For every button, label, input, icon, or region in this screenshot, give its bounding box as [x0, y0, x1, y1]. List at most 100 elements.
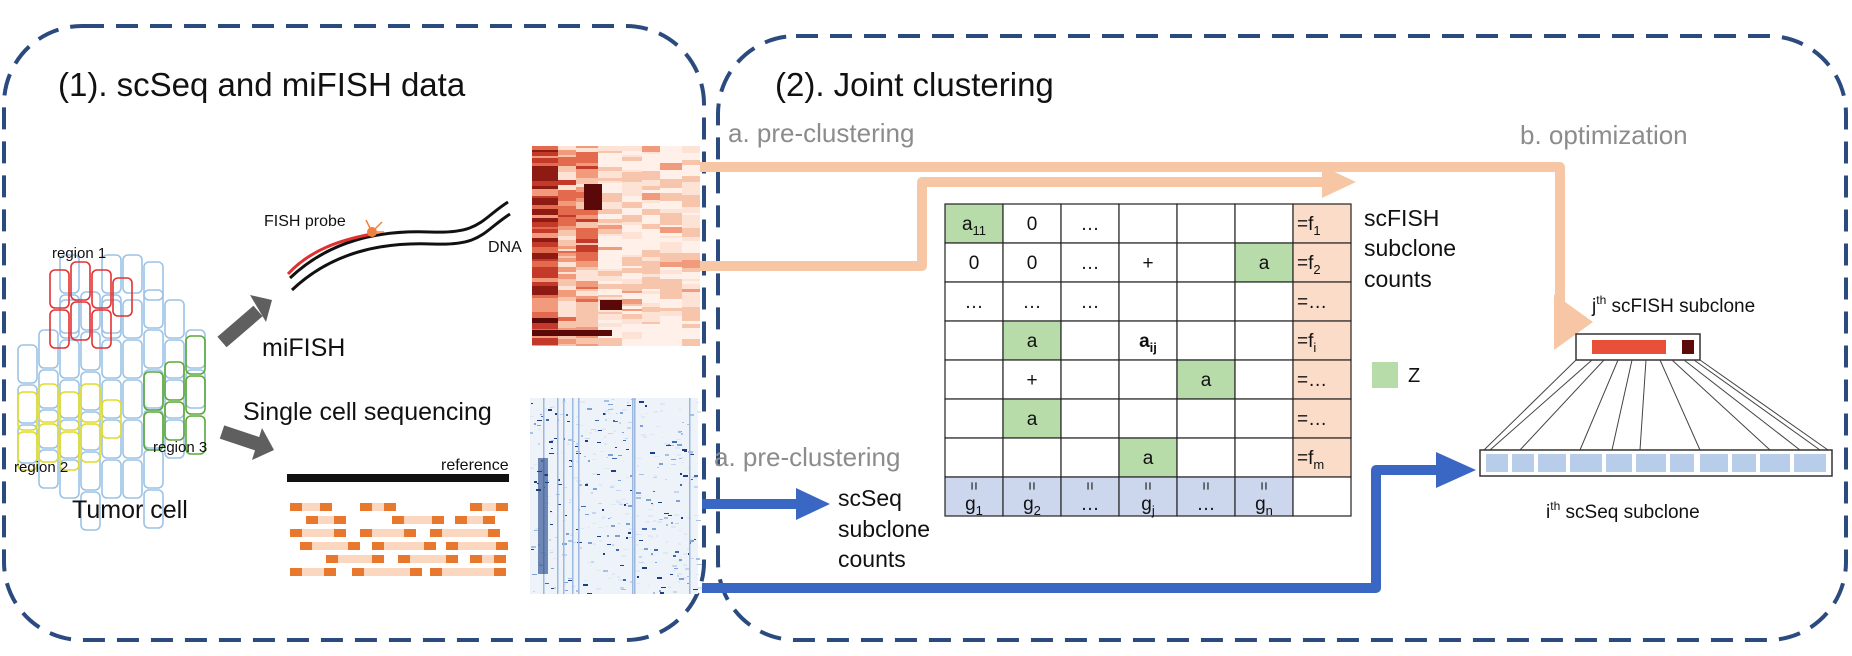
heatmap-cell [642, 219, 660, 224]
heatmap-cell [598, 225, 622, 229]
heatmap-cell [598, 223, 622, 225]
tumor-cell [38, 369, 59, 409]
heatmap-cell [640, 425, 643, 427]
matrix-eq-sign: = [1255, 482, 1272, 491]
heatmap-cell [682, 262, 700, 268]
heatmap-cell [598, 281, 622, 284]
heatmap-cell [682, 165, 700, 170]
heatmap-cell [642, 338, 660, 342]
heatmap-cell [660, 592, 664, 594]
heatmap-cell [558, 240, 576, 246]
heatmap-column-line [572, 398, 574, 594]
heatmap-cell [642, 307, 660, 312]
read-segment [290, 529, 346, 537]
read-mark [446, 542, 458, 550]
heatmap-cell [576, 590, 579, 592]
heatmap-cell [558, 183, 576, 185]
heatmap-cell [598, 295, 622, 297]
heatmap-cell [576, 336, 598, 338]
heatmap-cell [642, 528, 647, 530]
heatmap-cell [622, 309, 642, 311]
heatmap-cell [639, 540, 643, 541]
heatmap-cell [642, 190, 660, 193]
tumor-cell [122, 379, 143, 419]
heatmap-cell [681, 517, 683, 519]
heatmap-cell [616, 490, 621, 491]
heatmap-cell [660, 316, 682, 322]
scseq-bar-segment [1570, 454, 1602, 472]
heatmap-cell [636, 534, 639, 535]
heatmap-cell [558, 272, 576, 274]
panel2-title: (2). Joint clustering [775, 66, 1054, 103]
heatmap-cell [642, 281, 660, 287]
matrix-cell [1234, 437, 1294, 478]
heatmap-cell [694, 486, 698, 488]
mapping-line [1699, 359, 1829, 451]
heatmap-cell [671, 398, 673, 399]
heatmap-cell [532, 298, 558, 305]
heatmap-cell [608, 454, 613, 456]
heatmap-cell [558, 504, 561, 505]
matrix-cell [1118, 320, 1178, 361]
read-segment [455, 516, 495, 524]
heatmap-cell [689, 540, 694, 542]
heatmap-column-line [689, 398, 691, 594]
matrix-cell-text: … [965, 292, 984, 313]
heatmap-cell [598, 167, 622, 171]
heatmap-cell [682, 215, 700, 222]
matrix-cell [1060, 320, 1120, 361]
heatmap-cell [566, 414, 568, 416]
heatmap-cell [558, 185, 576, 190]
heatmap-cell [676, 439, 681, 440]
heatmap-cell [622, 190, 642, 192]
tumor-cell [38, 383, 59, 423]
heatmap-cell [598, 240, 622, 247]
mapping-line [1671, 359, 1771, 451]
heatmap-cell [642, 159, 660, 164]
heatmap-cell [620, 565, 624, 566]
heatmap-cell [642, 250, 660, 257]
heatmap-cell [598, 193, 622, 198]
mapping-line [1693, 359, 1821, 451]
heatmap-cell [672, 565, 677, 567]
heatmap-cell [650, 549, 652, 550]
tumor-cell [143, 289, 164, 329]
heatmap-cell [603, 553, 605, 555]
heatmap-cell [602, 509, 604, 511]
heatmap-cell [598, 181, 622, 183]
heatmap-cell [694, 539, 696, 540]
heatmap-cell [576, 178, 598, 181]
mapping-line [1483, 359, 1577, 451]
matrix-cell-text: … [1197, 494, 1216, 515]
matrix-cell [944, 281, 1004, 322]
matrix-cell [1060, 359, 1120, 400]
heatmap-cell [558, 209, 576, 215]
heatmap-cell [682, 281, 700, 284]
heatmap-cell [580, 425, 583, 426]
heatmap-cell [569, 499, 573, 501]
heatmap-cell [598, 229, 622, 234]
heatmap-cell [614, 430, 616, 432]
tumor-cell [80, 423, 101, 463]
matrix-cell [1292, 320, 1352, 361]
heatmap-cell [606, 457, 608, 458]
matrix-cell [1292, 437, 1352, 478]
heatmap-cell [587, 593, 592, 594]
heatmap-cell [671, 522, 673, 524]
heatmap-cell [642, 229, 660, 235]
matrix-cell [1118, 359, 1178, 400]
read-segment [352, 568, 422, 576]
matrix-cell [1234, 476, 1294, 517]
heatmap-cell [622, 276, 642, 279]
heatmap-cell [576, 219, 598, 222]
scfish-counts-line2: subclone [1364, 235, 1456, 261]
heatmap-cell [549, 441, 553, 443]
tumor-cell [80, 451, 101, 491]
heatmap-cell [532, 196, 558, 198]
heatmap-dark-column [538, 458, 548, 574]
heatmap-cell [567, 461, 571, 462]
mapping-line [1659, 359, 1701, 451]
heatmap-cell [598, 284, 622, 289]
heatmap-cell [654, 549, 658, 551]
heatmap-cell [622, 184, 642, 190]
